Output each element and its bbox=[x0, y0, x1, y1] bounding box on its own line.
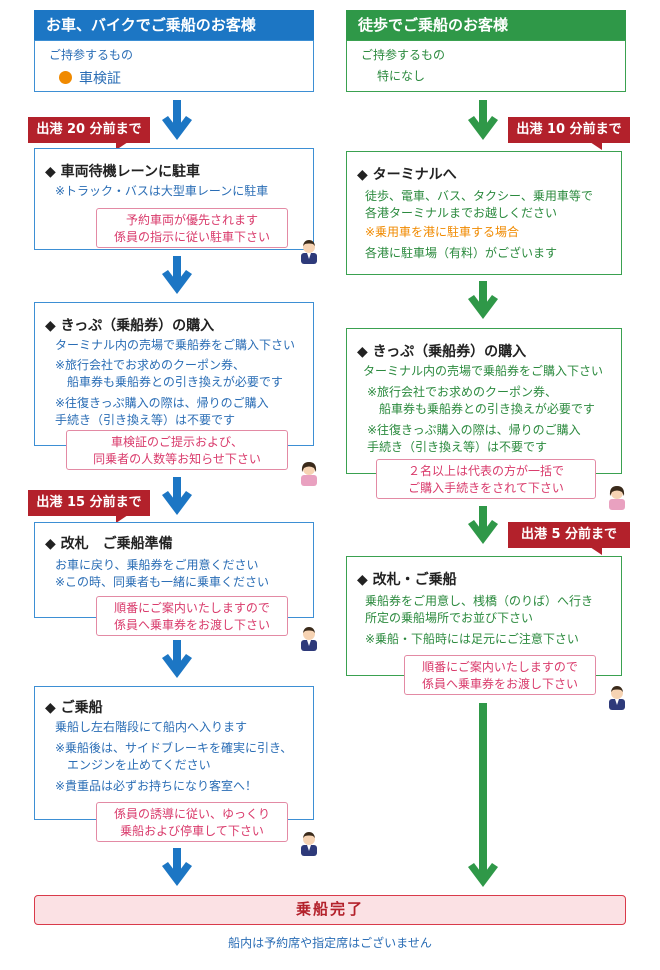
right-note-boarding: 順番にご案内いたしますので 係員へ乗車券をお渡し下さい bbox=[404, 655, 596, 695]
left-note-boarding: 係員の誘導に従い、ゆっくり 乗船および停車して下さい bbox=[96, 802, 288, 842]
boarding-complete-banner: 乗船完了 bbox=[34, 895, 626, 925]
down-arrow-icon bbox=[468, 703, 498, 887]
note-line: 係員の誘導に従い、ゆっくり bbox=[113, 807, 270, 821]
badge-text: 出港 20 分前まで bbox=[36, 122, 142, 137]
step-line: ※貴重品は必ずお持ちになり客室へ！ bbox=[55, 779, 258, 793]
step-line: エンジンを止めてください bbox=[67, 758, 211, 772]
step-line: お車に戻り、乗船券をご用意ください bbox=[55, 558, 259, 572]
left-deadline-badge-20: 出港 20 分前まで bbox=[28, 117, 150, 150]
step-title: ◆ きっぷ（乗船券）の購入 bbox=[357, 344, 527, 360]
note-line: 係員へ乗車券をお渡し下さい bbox=[113, 618, 270, 632]
step-line: 手続き（引き換え等）は不要です bbox=[367, 440, 548, 454]
right-deadline-badge-10: 出港 10 分前まで bbox=[508, 117, 630, 150]
step-line: ※この時、同乗者も一緒に乗車ください bbox=[55, 575, 270, 589]
right-bring-item: 特になし bbox=[377, 69, 426, 83]
note-line: 係員へ乗車券をお渡し下さい bbox=[421, 677, 578, 691]
step-line: 各港に駐車場（有料）がございます bbox=[365, 246, 558, 260]
step-line: 所定の乗船場所でお並び下さい bbox=[365, 611, 534, 625]
note-line: 順番にご案内いたしますので bbox=[422, 660, 578, 674]
note-line: 車検証のご提示および、 bbox=[110, 435, 243, 449]
right-step-ticket: ◆ きっぷ（乗船券）の購入 ターミナル内の売場で乗船券をご購入下さい ※旅行会社… bbox=[346, 328, 622, 474]
step-line: 船車券も乗船券との引き換えが必要です bbox=[67, 375, 283, 389]
right-step-terminal: ◆ ターミナルへ 徒歩、電車、バス、タクシー、乗用車等で 各港ターミナルまでお越… bbox=[346, 151, 622, 275]
step-line: ※トラック・バスは大型車レーンに駐車 bbox=[55, 184, 269, 198]
note-line: 乗船および停車して下さい bbox=[120, 824, 264, 838]
orange-dot-icon bbox=[59, 71, 72, 84]
badge-text: 出港 5 分前まで bbox=[520, 527, 618, 542]
step-line-orange: ※乗用車を港に駐車する場合 bbox=[365, 225, 520, 239]
staff-male-icon bbox=[609, 686, 625, 710]
step-line: ※往復きっぷ購入の際は、帰りのご購入 bbox=[367, 423, 581, 437]
step-line: ※旅行会社でお求めのクーポン券、 bbox=[55, 358, 246, 372]
note-line: 同乗者の人数等お知らせ下さい bbox=[93, 452, 261, 466]
right-bring-box: ご持参するもの 特になし bbox=[346, 40, 626, 92]
step-line: ターミナル内の売場で乗船券をご購入下さい bbox=[363, 364, 604, 378]
note-line: 予約車両が優先されます bbox=[125, 213, 258, 227]
down-arrow-icon bbox=[162, 477, 192, 515]
down-arrow-icon bbox=[468, 281, 498, 319]
step-line: 手続き（引き換え等）は不要です bbox=[55, 413, 236, 427]
step-title: ◆ ターミナルへ bbox=[357, 167, 457, 183]
down-arrow-icon bbox=[162, 100, 192, 140]
note-line: 順番にご案内いたしますので bbox=[114, 601, 270, 615]
staff-male-icon bbox=[301, 832, 317, 856]
step-title: ◆ 改札 ご乗船準備 bbox=[45, 536, 173, 552]
staff-female-icon bbox=[301, 462, 317, 486]
step-line: ※乗船後は、サイドブレーキを確実に引き、 bbox=[55, 741, 293, 755]
step-line: 各港ターミナルまでお越しください bbox=[365, 206, 558, 220]
staff-female-icon bbox=[609, 486, 625, 510]
left-note-gate: 順番にご案内いたしますので 係員へ乗車券をお渡し下さい bbox=[96, 596, 288, 636]
left-header: お車、バイクでご乗船のお客様 bbox=[34, 10, 314, 40]
left-note-parking: 予約車両が優先されます 係員の指示に従い駐車下さい bbox=[96, 208, 288, 248]
step-line: ターミナル内の売場で乗船券をご購入下さい bbox=[55, 338, 296, 352]
footer-note: 船内は予約席や指定席はございません bbox=[228, 936, 432, 950]
left-bring-label: ご持参するもの bbox=[49, 48, 134, 62]
badge-text: 出港 15 分前まで bbox=[36, 495, 142, 510]
badge-text: 出港 10 分前まで bbox=[516, 122, 622, 137]
left-step-ticket: ◆ きっぷ（乗船券）の購入 ターミナル内の売場で乗船券をご購入下さい ※旅行会社… bbox=[34, 302, 314, 446]
step-line: 乗船し左右階段にて船内へ入ります bbox=[55, 720, 248, 734]
down-arrow-icon bbox=[468, 506, 498, 544]
note-line: 係員の指示に従い駐車下さい bbox=[113, 230, 270, 244]
step-line: ※乗船・下船時には足元にご注意下さい bbox=[365, 632, 579, 646]
staff-male-icon bbox=[301, 627, 317, 651]
step-title: ◆ きっぷ（乗船券）の購入 bbox=[45, 318, 215, 334]
down-arrow-icon bbox=[162, 848, 192, 886]
left-bring-box: ご持参するもの 車検証 bbox=[34, 40, 314, 92]
right-deadline-badge-5: 出港 5 分前まで bbox=[508, 522, 630, 555]
step-line: ※旅行会社でお求めのクーポン券、 bbox=[367, 385, 558, 399]
step-line: 徒歩、電車、バス、タクシー、乗用車等で bbox=[365, 189, 593, 203]
step-line: 乗船券をご用意し、桟橋（のりば）へ行き bbox=[365, 594, 594, 608]
step-title: ◆ 改札・ご乗船 bbox=[357, 572, 457, 588]
left-deadline-badge-15: 出港 15 分前まで bbox=[28, 490, 150, 523]
step-line: ※往復きっぷ購入の際は、帰りのご購入 bbox=[55, 396, 269, 410]
step-line: 船車券も乗船券との引き換えが必要です bbox=[379, 402, 595, 416]
note-line: ご購入手続きをされて下さい bbox=[408, 481, 564, 495]
down-arrow-icon bbox=[162, 256, 192, 294]
left-note-ticket: 車検証のご提示および、 同乗者の人数等お知らせ下さい bbox=[66, 430, 288, 470]
down-arrow-icon bbox=[468, 100, 498, 140]
note-line: ２名以上は代表の方が一括で bbox=[407, 464, 564, 478]
right-note-ticket: ２名以上は代表の方が一括で ご購入手続きをされて下さい bbox=[376, 459, 596, 499]
step-title: ◆ 車両待機レーンに駐車 bbox=[45, 164, 200, 180]
step-title: ◆ ご乗船 bbox=[45, 700, 103, 716]
left-step-boarding: ◆ ご乗船 乗船し左右階段にて船内へ入ります ※乗船後は、サイドブレーキを確実に… bbox=[34, 686, 314, 820]
down-arrow-icon bbox=[162, 640, 192, 678]
staff-male-icon bbox=[301, 240, 317, 264]
right-bring-label: ご持参するもの bbox=[361, 48, 446, 62]
right-header: 徒歩でご乗船のお客様 bbox=[346, 10, 626, 40]
left-bring-item: 車検証 bbox=[79, 71, 121, 87]
